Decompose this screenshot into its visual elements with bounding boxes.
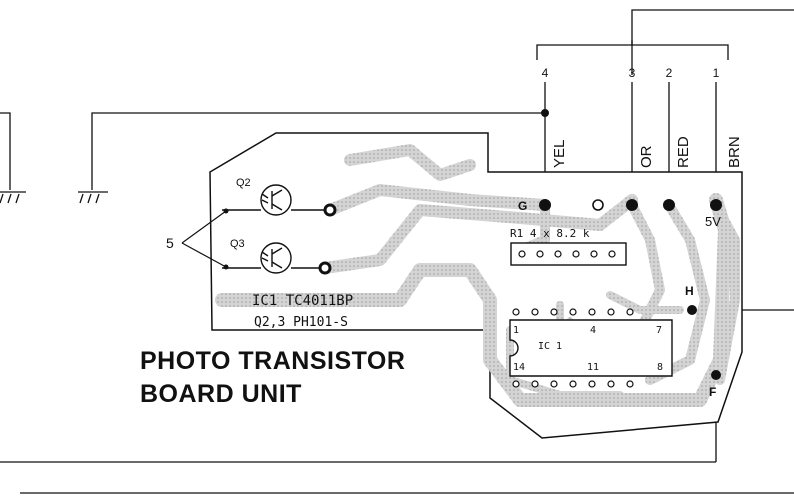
point-f-label: F xyxy=(709,385,716,399)
external-wiring xyxy=(0,9,794,494)
supply-5v-label: 5V xyxy=(705,214,721,229)
ic1-pin-7: 7 xyxy=(656,325,662,336)
wire-label-or: OR xyxy=(638,145,655,168)
ic1-pin-8: 8 xyxy=(657,362,663,373)
pin-number-2: 2 xyxy=(666,66,673,80)
transistor-terminal xyxy=(223,208,229,214)
point-h-label: H xyxy=(685,284,694,298)
ic1-pin-11: 11 xyxy=(587,362,599,373)
resistor-array-label: R1 4 x 8.2 k xyxy=(510,227,590,240)
transistor-part-label: Q2,3 PH101-S xyxy=(254,315,348,330)
ic-part-label: IC1 TC4011BP xyxy=(252,293,353,309)
ic1-package xyxy=(509,308,673,388)
callout-number: 5 xyxy=(166,235,174,251)
wire-label-brn: BRN xyxy=(726,136,743,168)
diagram-title-line-1: PHOTO TRANSISTOR xyxy=(140,347,406,375)
pad xyxy=(318,261,332,275)
pin-number-3: 3 xyxy=(629,66,636,80)
ic1-pin-14: 14 xyxy=(513,362,525,373)
wire-label-red: RED xyxy=(675,136,692,168)
transistor-q2 xyxy=(222,184,330,216)
label-q3: Q3 xyxy=(230,238,245,250)
ground-symbol-left xyxy=(0,191,26,204)
connector-bracket xyxy=(536,40,729,60)
junction-dot xyxy=(541,109,549,117)
ic1-pin-1: 1 xyxy=(513,325,519,336)
pin-number-4: 4 xyxy=(542,66,549,80)
pin-number-1: 1 xyxy=(713,66,720,80)
resistor-array-pins xyxy=(518,250,616,258)
connector-pads xyxy=(539,199,722,380)
pad xyxy=(323,203,337,217)
transistor-q3 xyxy=(222,242,325,274)
callout-arrows xyxy=(181,210,227,268)
point-g-label: G xyxy=(518,199,527,213)
label-q2: Q2 xyxy=(236,177,251,189)
wire-label-yel: YEL xyxy=(551,140,568,168)
transistor-terminal xyxy=(223,264,229,270)
ic1-pin-4: 4 xyxy=(590,325,596,336)
ic1-name: IC 1 xyxy=(538,341,562,352)
resistor-array xyxy=(510,242,627,266)
diagram-title-line-2: BOARD UNIT xyxy=(140,380,302,408)
ground-symbol-right xyxy=(78,191,108,204)
